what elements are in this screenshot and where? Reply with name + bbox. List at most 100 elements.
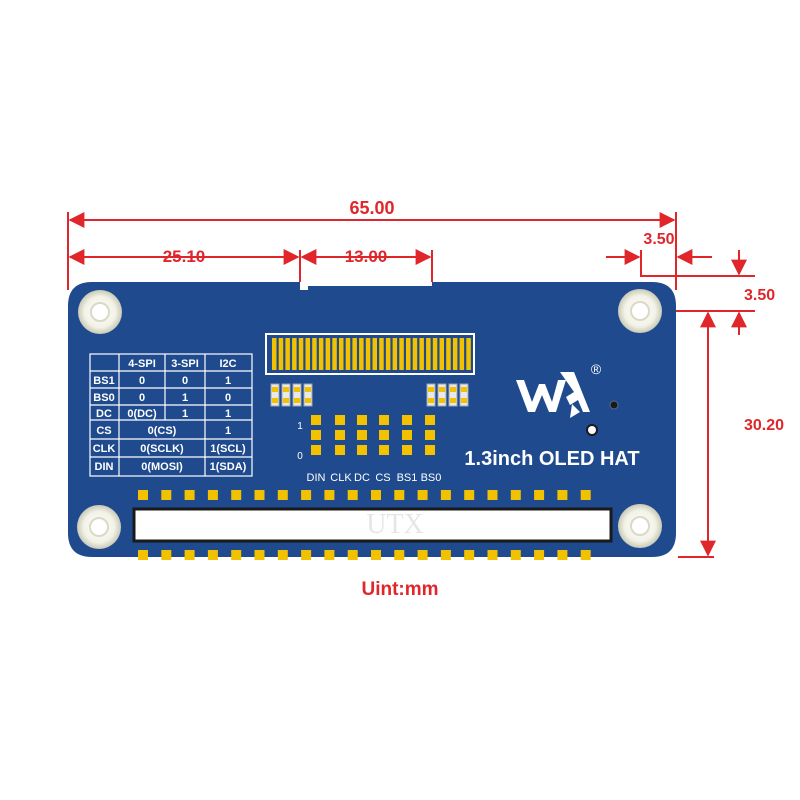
jumper-row-0-label: 0 [297, 451, 303, 462]
table-cell: 1(SCL) [210, 443, 246, 455]
jumper-pad [335, 445, 345, 455]
jumper-pad [379, 445, 389, 455]
smd-resistor [448, 383, 458, 407]
dim-hole-offset-x: 3.50 [643, 231, 674, 248]
fpc-pad [406, 338, 411, 370]
smd-resistor [426, 383, 436, 407]
fpc-pad [305, 338, 310, 370]
smd-components-right [426, 383, 469, 407]
smd-pad [294, 398, 300, 403]
header-pad [510, 550, 521, 560]
jumper-pad [357, 430, 367, 440]
jumper-pad [379, 415, 389, 425]
header-pad [184, 550, 195, 560]
jumper-label: BS0 [421, 472, 442, 484]
jumper-pad [425, 415, 435, 425]
registered-mark: ® [591, 361, 602, 377]
header-pad [371, 550, 381, 560]
fpc-pad [419, 338, 424, 370]
header-pad [440, 490, 451, 500]
header-pad [580, 490, 591, 500]
smd-pad [461, 387, 467, 392]
table-cell: 0 [139, 375, 145, 387]
smd-resistor [437, 383, 447, 407]
jumper-pad [311, 430, 321, 440]
row-label: BS0 [93, 392, 114, 404]
jumper-pad [402, 415, 412, 425]
header-pad [394, 490, 405, 500]
table-header: 3-SPI [171, 358, 199, 370]
header-pad [324, 490, 335, 500]
smd-pad [461, 398, 467, 403]
header-pad [510, 490, 521, 500]
jumper-label: DC [354, 472, 370, 484]
table-row: CLK 0(SCLK) 1(SCL) [93, 443, 246, 455]
fpc-pad [365, 338, 371, 370]
header-pad [231, 550, 242, 560]
jumper-pad [357, 415, 367, 425]
jumper-labels: DIN CLK DC CS BS1 BS0 [307, 472, 442, 484]
header-pad [184, 490, 195, 500]
fpc-connector-frame [265, 333, 475, 375]
fpc-pad [385, 338, 391, 370]
waveshare-logo: ® [516, 361, 619, 436]
fpc-pad [332, 338, 337, 370]
table-cell: 0 [225, 392, 231, 404]
fpc-pad [399, 338, 404, 370]
fpc-pad [439, 338, 444, 370]
smd-pad [283, 398, 289, 403]
header-pad [301, 550, 312, 560]
dim-left-offset: 25.10 [163, 247, 206, 266]
jumper-pad [425, 430, 435, 440]
jumper-pad [402, 430, 412, 440]
header-pad [487, 550, 498, 560]
table-header: 4-SPI [128, 358, 156, 370]
fpc-pad [459, 338, 465, 370]
header-pad [231, 490, 242, 500]
watermark: UTX [366, 509, 424, 540]
table-cell: 0 [139, 392, 145, 404]
table-row: CS 0(CS) 1 [96, 425, 231, 437]
smd-resistor [303, 383, 313, 407]
fpc-pad [339, 338, 344, 370]
header-pad [138, 490, 148, 500]
header-pad [301, 490, 312, 500]
jumper-label: BS1 [397, 472, 418, 484]
jumper-label: DIN [307, 472, 326, 484]
oled-hat-board: 1 0 DIN CLK DC CS BS1 BS0 ® 1.3inch OLED… [68, 282, 676, 560]
row-label: CS [96, 425, 111, 437]
smd-resistor [270, 383, 280, 407]
header-pad [487, 490, 498, 500]
dim-width-total: 65.00 [349, 198, 394, 218]
smd-pad [439, 398, 445, 403]
fiducial-mark [609, 400, 619, 410]
header-pad [347, 550, 358, 560]
jumper-label: CLK [330, 472, 352, 484]
table-cell: 1 [225, 425, 231, 437]
fpc-pad [278, 338, 284, 370]
table-cell: 1 [182, 408, 188, 420]
fpc-pad [379, 338, 384, 370]
table-cell: 0(MOSI) [141, 461, 183, 473]
fpc-pad [466, 338, 471, 370]
dim-height-total: 30.20 [744, 417, 784, 434]
gpio-header-slot [132, 507, 613, 543]
header-pad [277, 490, 288, 500]
table-cell: 0(SCLK) [140, 443, 184, 455]
fpc-pad [432, 338, 438, 370]
config-table: 4-SPI 3-SPI I2C BS1 0 0 1 BS0 0 1 0 DC 0… [89, 353, 253, 477]
dim-hole-offset-y: 3.50 [744, 287, 775, 304]
header-pad [394, 550, 405, 560]
jumper-pad [357, 445, 367, 455]
smd-pad [428, 398, 434, 403]
table-cell: 0(CS) [148, 425, 177, 437]
table-row: DC 0(DC) 1 1 [96, 408, 231, 420]
smd-pad [450, 387, 456, 392]
fpc-pad [352, 338, 357, 370]
row-label: DIN [95, 461, 114, 473]
dimension-lines [67, 212, 755, 558]
smd-pad [428, 387, 434, 392]
table-row: DIN 0(MOSI) 1(SDA) [95, 461, 247, 473]
unit-label: Uint:mm [361, 579, 438, 600]
